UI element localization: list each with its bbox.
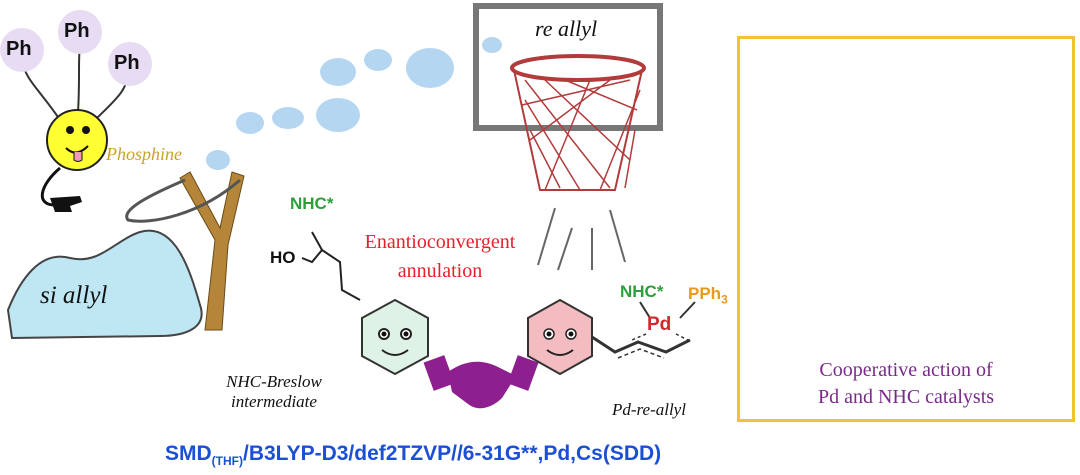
pph3-ligand: PPh	[688, 284, 722, 303]
phosphine-label: Phosphine	[106, 144, 182, 164]
panel-caption: Cooperative action of Pd and NHC catalys…	[740, 357, 1072, 411]
phosphine-ph-label-3: Ph	[114, 52, 140, 74]
cloud-trail	[206, 37, 502, 170]
panel-caption-line1: Cooperative action of	[819, 359, 993, 381]
method-part1: SMD	[165, 442, 212, 465]
pd-re-allyl-caption: Pd-re-allyl	[612, 400, 686, 419]
panel-caption-line2: Pd and NHC catalysts	[817, 386, 995, 408]
method-label: SMD(THF)/B3LYP-D3/def2TZVP//6-31G**,Pd,C…	[165, 442, 661, 468]
si-allyl-hill	[6, 229, 203, 340]
model-panel: Cooperative action of Pd and NHC catalys…	[737, 36, 1075, 422]
pd-metal-label: Pd	[647, 314, 672, 335]
pd-complex-structure	[527, 298, 696, 376]
phosphine-character	[0, 10, 152, 212]
slingshot	[125, 171, 245, 331]
pd-nhc-label: NHC*	[620, 282, 664, 301]
breslow-caption: NHC-Breslow intermediate	[214, 372, 334, 412]
phosphine-ph-label-2: Ph	[64, 20, 90, 42]
handshake-icon	[423, 355, 539, 409]
breslow-ho-label: HO	[270, 248, 296, 267]
pph3-subscript: 3	[721, 292, 728, 307]
pph3-label: PPh3	[688, 284, 728, 306]
method-part2: /B3LYP-D3/def2TZVP//6-31G**,Pd,Cs(SDD)	[243, 442, 662, 465]
method-subscript: (THF)	[211, 454, 243, 469]
reaction-label-line2: annulation	[397, 260, 483, 282]
breslow-nhc-label: NHC*	[290, 194, 334, 213]
breslow-caption-line1: NHC-Breslow	[226, 372, 322, 391]
trajectory-lines	[537, 207, 626, 271]
reaction-label-line1: Enantioconvergent	[364, 231, 516, 253]
reaction-label: Enantioconvergent annulation	[340, 228, 540, 286]
phosphine-ph-label-1: Ph	[6, 38, 32, 60]
breslow-structure	[301, 231, 429, 376]
basketball-hoop	[473, 3, 663, 191]
breslow-caption-line2: intermediate	[231, 392, 317, 411]
re-allyl-label: re allyl	[535, 16, 598, 41]
si-allyl-label: si allyl	[40, 282, 108, 309]
